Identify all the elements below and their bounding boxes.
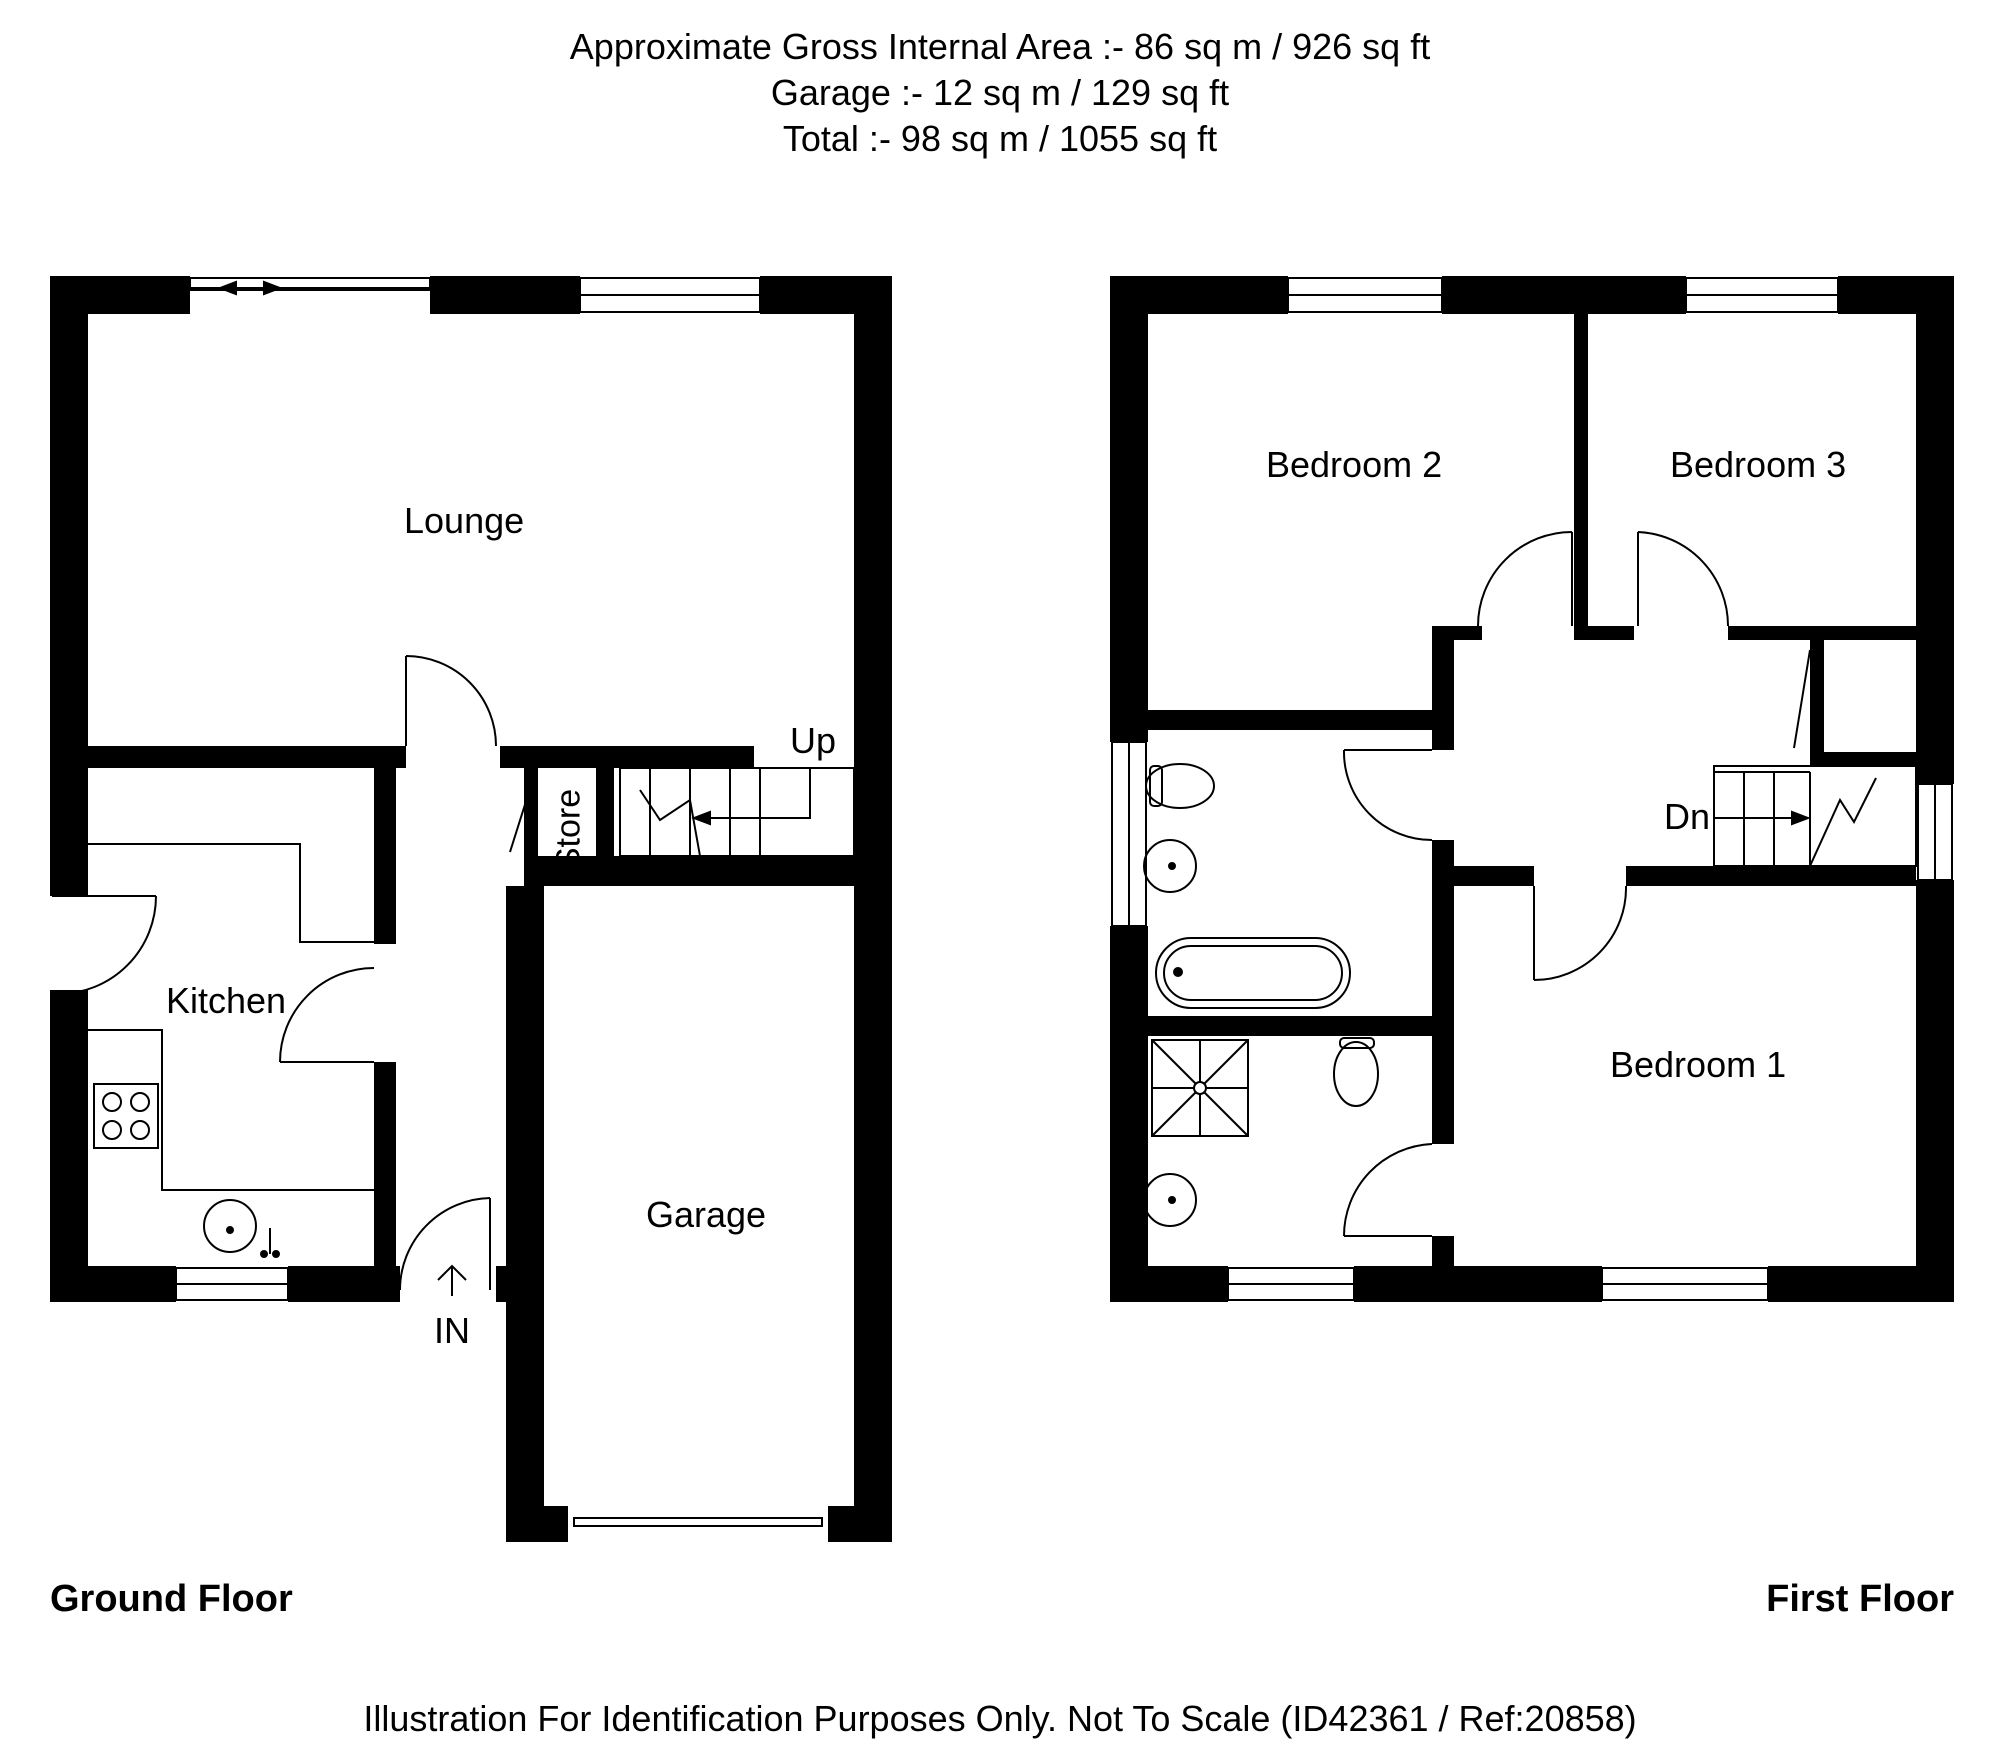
lounge-window: [579, 277, 761, 313]
first-floor-walls: [1110, 276, 1954, 1302]
lounge-sliding-door: [189, 277, 431, 296]
disclaimer-footer: Illustration For Identification Purposes…: [363, 1698, 1637, 1739]
area-summary-line-2: Garage :- 12 sq m / 129 sq ft: [770, 72, 1230, 113]
ensuite-basin-icon: [1143, 1173, 1197, 1227]
ground-floor-plan: [50, 276, 892, 1542]
area-summary-line-1: Approximate Gross Internal Area :- 86 sq…: [569, 26, 1431, 67]
first-floor-title: First Floor: [1766, 1578, 1954, 1620]
ground-floor-walls: [50, 276, 892, 1542]
ensuite-toilet-icon: [1333, 1037, 1379, 1107]
stairs-down-label: Dn: [1664, 796, 1711, 837]
area-summary-line-3: Total :- 98 sq m / 1055 sq ft: [782, 118, 1218, 159]
hob-icon: [93, 1083, 159, 1149]
ground-floor-stairs: [619, 767, 855, 857]
bath-icon: [1155, 937, 1351, 1009]
stairs-up-label: Up: [790, 720, 837, 761]
toilet-icon: [1145, 763, 1215, 809]
shower-tray-icon: [1151, 1039, 1249, 1137]
room-label-lounge: Lounge: [404, 500, 525, 541]
ground-floor-door-swings: [52, 655, 535, 1291]
first-floor-windows: [1111, 277, 1953, 1301]
garage-door: [573, 1517, 823, 1527]
room-label-kitchen: Kitchen: [166, 980, 287, 1021]
entrance-arrow-icon: [437, 1264, 467, 1296]
room-label-garage: Garage: [646, 1194, 767, 1235]
first-floor-stairs: [1713, 765, 1917, 867]
room-label-bedroom-1: Bedroom 1: [1610, 1044, 1787, 1085]
kitchen-window: [175, 1267, 289, 1301]
kitchen-sink-icon: [203, 1199, 280, 1258]
first-floor-plan: [1110, 276, 1954, 1302]
ground-floor-title: Ground Floor: [50, 1578, 293, 1620]
basin-icon: [1143, 839, 1197, 893]
entrance-label: IN: [434, 1310, 470, 1351]
room-label-bedroom-2: Bedroom 2: [1266, 444, 1443, 485]
first-floor-door-swings: [1342, 531, 1811, 1237]
kitchen-units: [88, 843, 374, 1191]
room-label-store: Store: [549, 788, 588, 871]
room-label-bedroom-3: Bedroom 3: [1670, 444, 1847, 485]
